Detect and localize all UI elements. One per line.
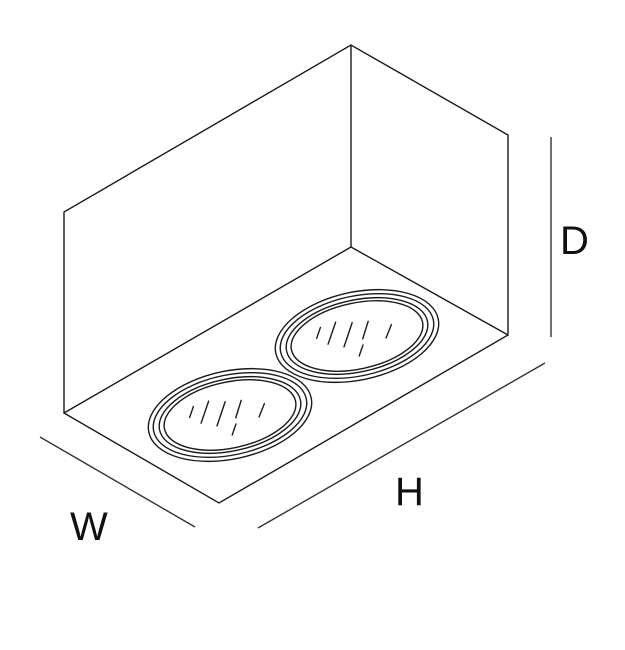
length-dimension-line: [257, 362, 546, 529]
length-label: H: [395, 470, 424, 514]
box-outline: [63, 44, 509, 504]
lamp-1: [147, 367, 313, 463]
lamp-2: [274, 288, 440, 384]
depth-label: D: [560, 219, 589, 263]
width-label: W: [70, 505, 108, 549]
width-dimension-line: [39, 436, 196, 528]
